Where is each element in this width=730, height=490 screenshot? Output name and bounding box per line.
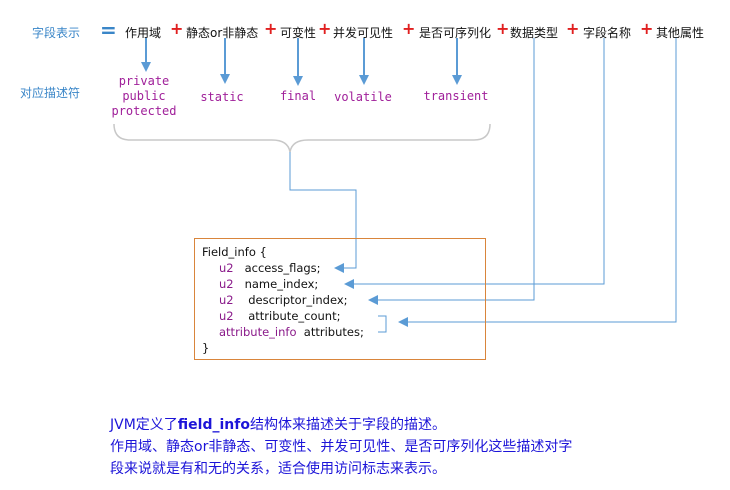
modifier-final: final — [279, 89, 317, 103]
modifier-volatile: volatile — [334, 90, 392, 104]
field-repr-label: 字段表示 — [32, 26, 81, 40]
struct-row-descriptor-index: u2 descriptor_index; — [219, 293, 348, 307]
field-info-struct: Field_info { u2 access_flags; u2 name_in… — [194, 238, 486, 360]
field-name: descriptor_index; — [248, 293, 348, 307]
part-transient: 是否可序列化 — [419, 26, 492, 40]
part-datatype: 数据类型 — [510, 26, 559, 40]
plus-sign: + — [318, 19, 332, 38]
note-suffix: 结构体来描述关于字段的描述。 — [249, 417, 446, 433]
field-name: attributes; — [303, 325, 364, 339]
struct-row-access-flags: u2 access_flags; — [219, 261, 321, 275]
field-type: u2 — [219, 309, 234, 323]
part-final: 可变性 — [280, 26, 317, 40]
plus-sign: + — [496, 19, 510, 38]
arrow-access-flags — [289, 152, 357, 273]
field-type: u2 — [219, 277, 234, 291]
part-fieldname: 字段名称 — [583, 26, 632, 40]
part-volatile: 并发可见性 — [333, 26, 394, 40]
struct-row-name-index: u2 name_index; — [219, 277, 318, 291]
note-line-2: 作用域、静态or非静态、可变性、并发可见性、是否可序列化这些描述对字 — [110, 439, 573, 455]
modifier-protected: protected — [111, 104, 177, 118]
struct-row-attributes: attribute_info attributes; — [219, 325, 364, 339]
modifiers-brace — [113, 123, 491, 153]
struct-open: Field_info { — [202, 245, 267, 259]
arrow-descriptor — [368, 38, 535, 305]
arrow-attributes — [398, 38, 677, 327]
plus-sign: + — [170, 19, 184, 38]
part-static: 静态or非静态 — [186, 26, 259, 40]
plus-sign: + — [402, 19, 416, 38]
struct-close: } — [202, 341, 210, 355]
modifier-public: public — [122, 89, 166, 103]
note-line-3: 段来说就是有和无的关系，适合使用访问标志来表示。 — [110, 461, 446, 477]
struct-row-attribute-count: u2 attribute_count; — [219, 309, 340, 323]
modifier-static: static — [200, 90, 244, 104]
note-line-1: JVM定义了field_info结构体来描述关于字段的描述。 — [110, 414, 446, 434]
modifiers-label: 对应描述符 — [20, 86, 81, 100]
modifier-access: private public protected — [104, 74, 184, 119]
note-bold: field_info — [177, 417, 250, 433]
field-type: u2 — [219, 293, 234, 307]
equals-sign: = — [100, 18, 117, 42]
plus-sign: + — [566, 19, 580, 38]
modifier-private: private — [118, 74, 170, 88]
plus-sign: + — [264, 19, 278, 38]
modifier-transient: transient — [423, 89, 489, 103]
attributes-bracket — [378, 315, 387, 333]
field-name: access_flags; — [244, 261, 321, 275]
field-type: attribute_info — [219, 325, 297, 339]
part-scope: 作用域 — [125, 26, 162, 40]
part-attributes: 其他属性 — [656, 26, 705, 40]
plus-sign: + — [640, 19, 654, 38]
field-name: attribute_count; — [248, 309, 341, 323]
arrow-name-index — [344, 38, 605, 289]
note-prefix: JVM定义了 — [110, 417, 178, 433]
field-type: u2 — [219, 261, 234, 275]
field-name: name_index; — [244, 277, 319, 291]
